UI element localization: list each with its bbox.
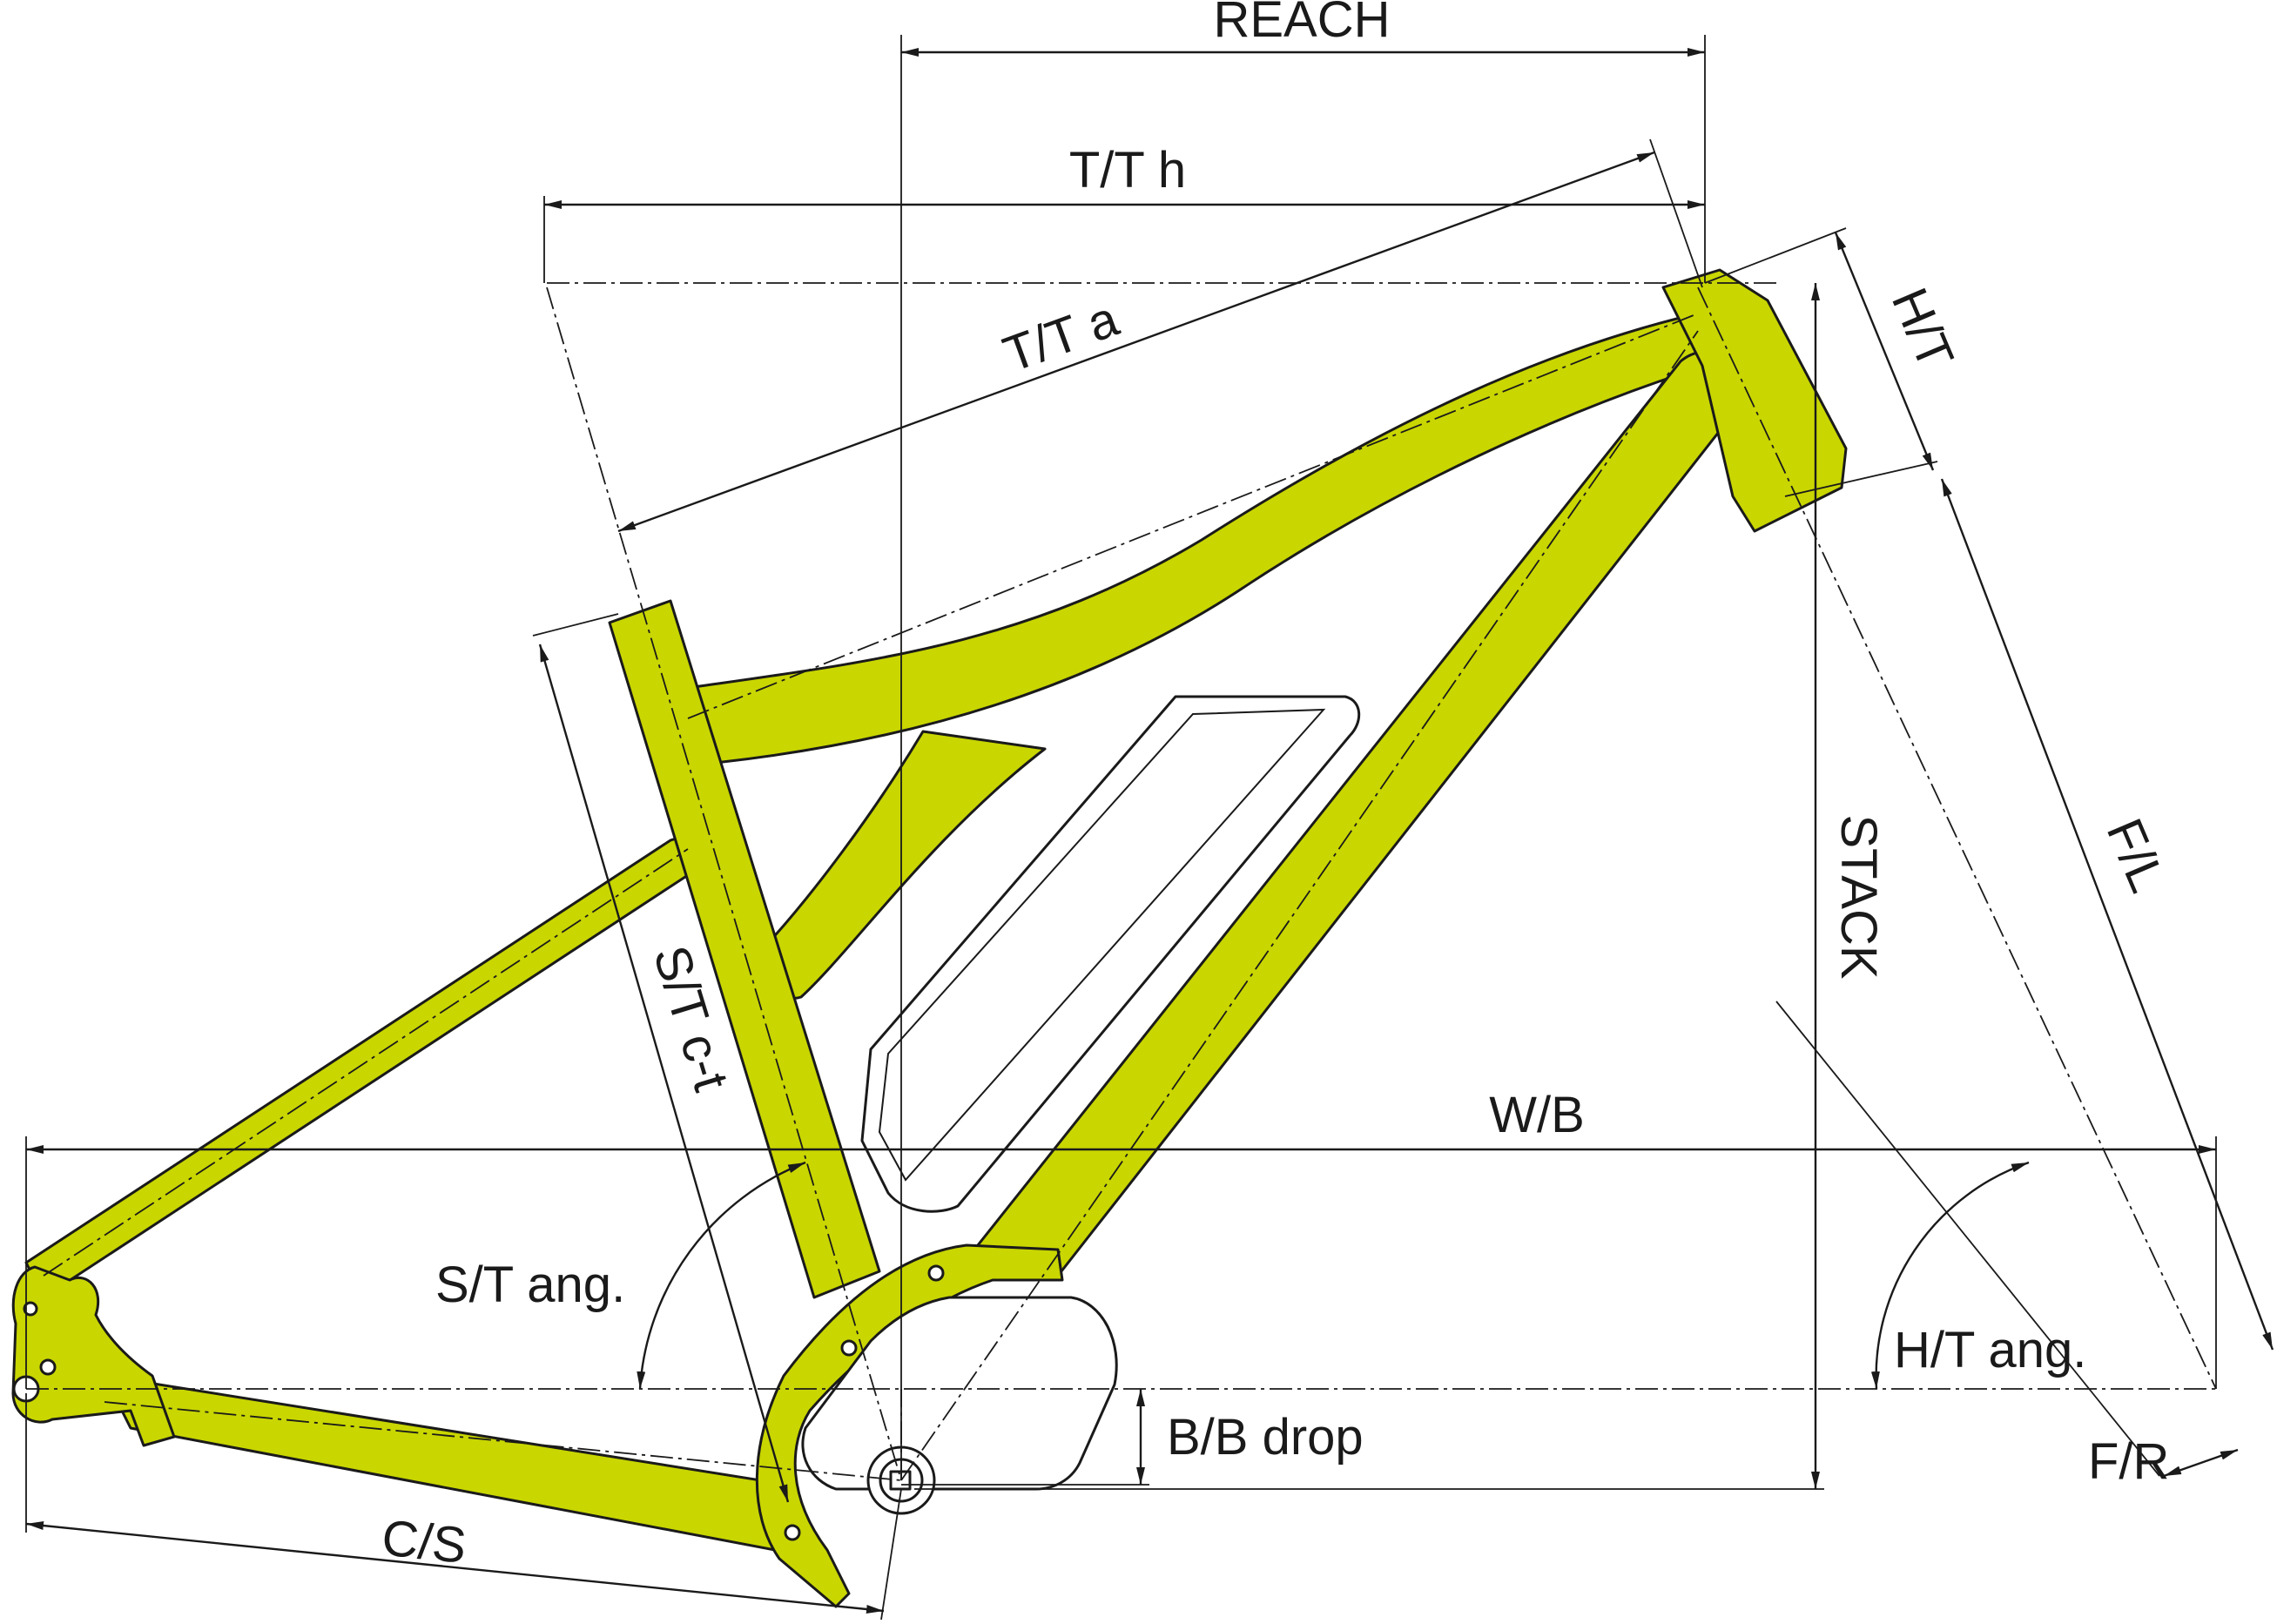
label-head-tube: H/T <box>1881 280 1964 377</box>
label-fork-length: F/L <box>2096 811 2177 900</box>
label-seat-tube-angle: S/T ang. <box>435 1257 625 1313</box>
label-stack: STACK <box>1830 814 1887 979</box>
rear-dropout <box>11 1265 176 1447</box>
label-top-tube-horizontal: T/T h <box>1069 142 1186 199</box>
seat-stay <box>24 837 699 1299</box>
label-fork-rake: F/R <box>2088 1433 2169 1490</box>
label-wheelbase: W/B <box>1489 1087 1585 1143</box>
label-reach: REACH <box>1213 0 1390 48</box>
label-chainstay: C/S <box>380 1509 469 1574</box>
head-tube <box>1661 268 1848 533</box>
label-head-tube-angle: H/T ang. <box>1894 1322 2086 1378</box>
dimension-lines <box>25 35 2274 1621</box>
battery-pack <box>860 695 1361 1213</box>
label-bb-drop: B/B drop <box>1167 1409 1364 1466</box>
